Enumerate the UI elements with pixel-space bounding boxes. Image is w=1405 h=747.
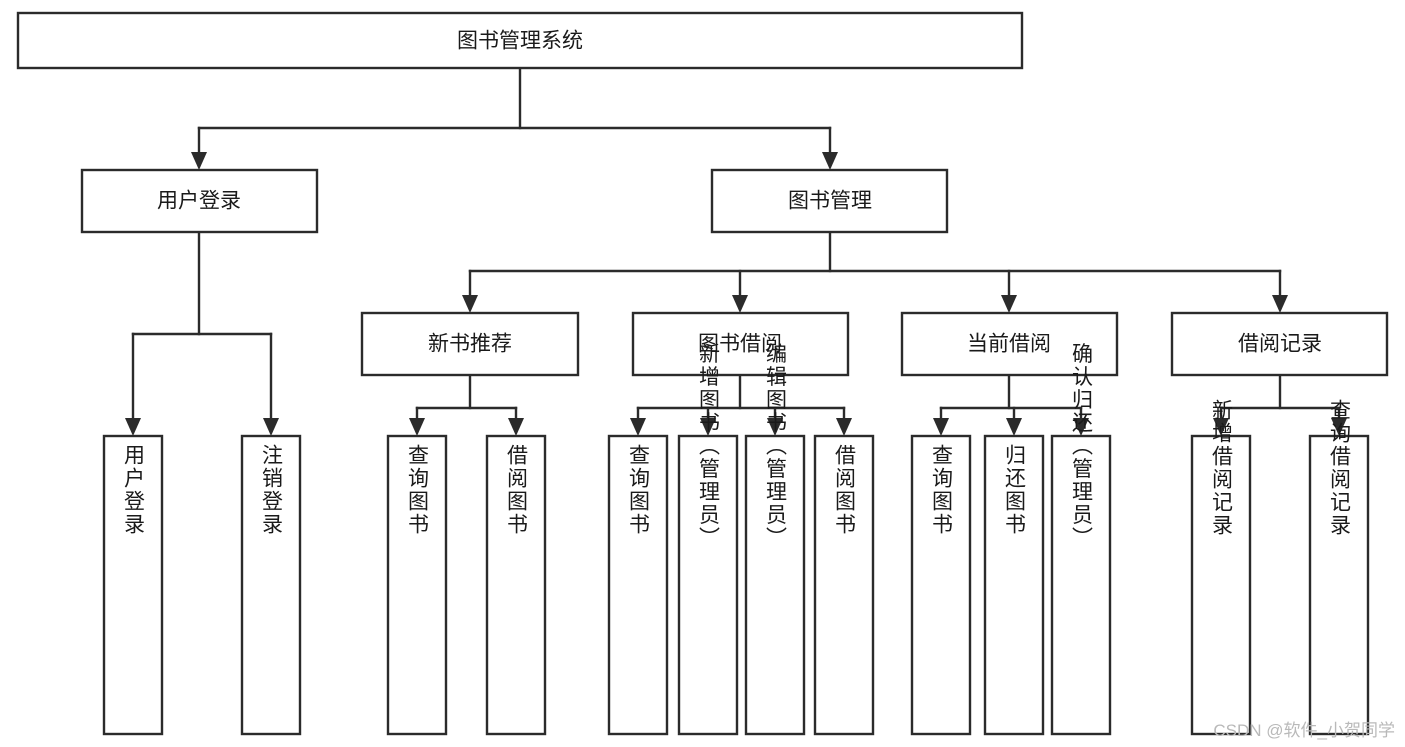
node-label-leaf-query-book-3: 查询图书 (930, 444, 954, 536)
arrow-head-icon (933, 418, 949, 436)
node-book-borrow[interactable]: 图书借阅 (631, 311, 850, 377)
node-box-current-borrow[interactable] (900, 311, 1119, 377)
node-box-user-login[interactable] (80, 168, 319, 234)
node-box-leaf-borrow-book-2[interactable] (813, 434, 875, 736)
node-label-user-login: 用户登录 (157, 190, 241, 213)
node-label-leaf-add-book-admin: 新增图书（管理员） (697, 343, 721, 550)
node-box-book-management[interactable] (710, 168, 949, 234)
node-label-current-borrow: 当前借阅 (967, 333, 1051, 356)
arrow-head-icon (1001, 295, 1017, 313)
node-box-leaf-query-borrow-record[interactable] (1308, 434, 1370, 736)
connector-layer (125, 66, 1347, 436)
node-label-leaf-query-borrow-record: 查询借阅记录 (1328, 399, 1352, 537)
node-label-leaf-confirm-return-admin: 确认归还（管理员） (1070, 343, 1094, 550)
arrow-head-icon (409, 418, 425, 436)
node-label-leaf-borrow-book-2: 借阅图书 (833, 444, 857, 536)
node-label-book-management: 图书管理 (788, 190, 872, 213)
node-leaf-return-book[interactable]: 归还图书 (983, 434, 1045, 736)
node-leaf-query-book-1[interactable]: 查询图书 (386, 434, 448, 736)
node-box-book-borrow[interactable] (631, 311, 850, 377)
node-label-leaf-return-book: 归还图书 (1003, 444, 1027, 536)
node-box-leaf-user-login[interactable] (102, 434, 164, 736)
node-box-leaf-add-borrow-record[interactable] (1190, 434, 1252, 736)
arrow-head-icon (822, 152, 838, 170)
node-label-borrow-record: 借阅记录 (1238, 333, 1322, 356)
node-new-book-recommend[interactable]: 新书推荐 (360, 311, 580, 377)
arrow-head-icon (767, 418, 783, 436)
node-label-leaf-query-book-1: 查询图书 (406, 444, 430, 536)
arrow-head-icon (1331, 418, 1347, 436)
arrow-head-icon (1213, 418, 1229, 436)
arrow-head-icon (508, 418, 524, 436)
node-label-book-borrow: 图书借阅 (698, 333, 782, 356)
node-box-leaf-query-book-1[interactable] (386, 434, 448, 736)
node-label-new-book-recommend: 新书推荐 (428, 333, 512, 356)
node-leaf-borrow-book-2[interactable]: 借阅图书 (813, 434, 875, 736)
node-box-leaf-query-book-2[interactable] (607, 434, 669, 736)
node-box-new-book-recommend[interactable] (360, 311, 580, 377)
node-box-leaf-borrow-book-1[interactable] (485, 434, 547, 736)
node-box-leaf-logout[interactable] (240, 434, 302, 736)
node-leaf-logout[interactable]: 注销登录 (240, 434, 302, 736)
node-label-leaf-add-borrow-record: 新增借阅记录 (1210, 399, 1234, 537)
arrow-head-icon (1006, 418, 1022, 436)
node-label-leaf-logout: 注销登录 (260, 444, 284, 536)
node-leaf-edit-book-admin[interactable]: 编辑图书（管理员） (744, 343, 806, 736)
node-leaf-user-login[interactable]: 用户登录 (102, 434, 164, 736)
arrow-head-icon (1272, 295, 1288, 313)
arrow-head-icon (836, 418, 852, 436)
node-box-leaf-query-book-3[interactable] (910, 434, 972, 736)
node-leaf-add-borrow-record[interactable]: 新增借阅记录 (1190, 399, 1252, 736)
arrow-head-icon (732, 295, 748, 313)
arrow-head-icon (630, 418, 646, 436)
node-label-root: 图书管理系统 (457, 30, 583, 53)
node-leaf-add-book-admin[interactable]: 新增图书（管理员） (677, 343, 739, 736)
node-label-leaf-borrow-book-1: 借阅图书 (505, 444, 529, 536)
node-borrow-record[interactable]: 借阅记录 (1170, 311, 1389, 377)
node-leaf-query-book-3[interactable]: 查询图书 (910, 434, 972, 736)
node-box-leaf-return-book[interactable] (983, 434, 1045, 736)
node-box-borrow-record[interactable] (1170, 311, 1389, 377)
node-leaf-query-book-2[interactable]: 查询图书 (607, 434, 669, 736)
node-leaf-query-borrow-record[interactable]: 查询借阅记录 (1308, 399, 1370, 736)
node-label-leaf-edit-book-admin: 编辑图书（管理员） (764, 343, 788, 550)
arrow-head-icon (700, 418, 716, 436)
node-leaf-borrow-book-1[interactable]: 借阅图书 (485, 434, 547, 736)
node-label-leaf-user-login: 用户登录 (122, 444, 146, 536)
node-current-borrow[interactable]: 当前借阅 (900, 311, 1119, 377)
node-label-leaf-query-book-2: 查询图书 (627, 444, 651, 536)
arrow-head-icon (462, 295, 478, 313)
node-box-leaf-edit-book-admin[interactable] (744, 434, 806, 736)
arrow-head-icon (191, 152, 207, 170)
node-box-root[interactable] (16, 11, 1024, 70)
node-box-leaf-confirm-return-admin[interactable] (1050, 434, 1112, 736)
watermark: CSDN @软件_小贺同学 (1213, 721, 1395, 740)
node-book-management[interactable]: 图书管理 (710, 168, 949, 234)
node-user-login[interactable]: 用户登录 (80, 168, 319, 234)
node-box-leaf-add-book-admin[interactable] (677, 434, 739, 736)
node-leaf-confirm-return-admin[interactable]: 确认归还（管理员） (1050, 343, 1112, 736)
node-root-system[interactable]: 图书管理系统 (16, 11, 1024, 70)
arrow-head-icon (1073, 418, 1089, 436)
arrow-head-icon (125, 418, 141, 436)
arrow-head-icon (263, 418, 279, 436)
